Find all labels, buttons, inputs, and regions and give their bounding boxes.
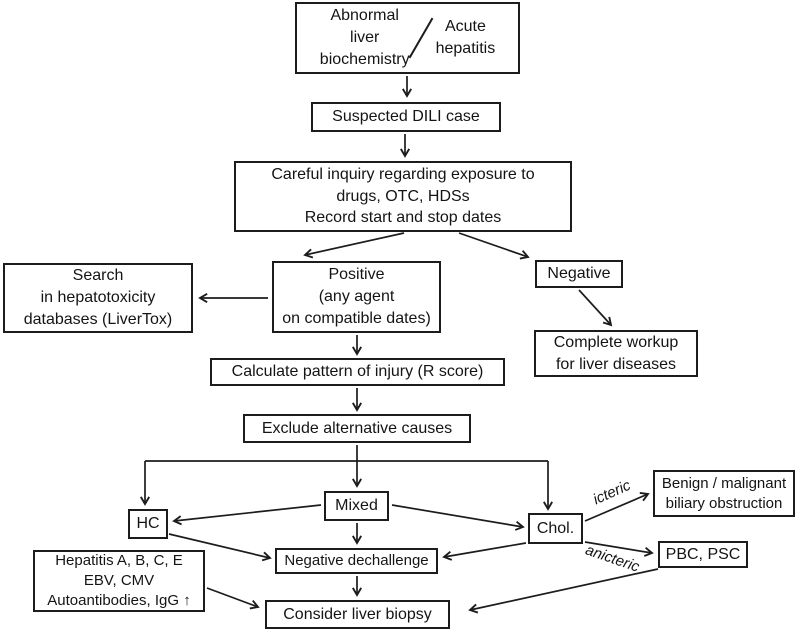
edge-mixed-to-hc [172,504,322,526]
node-label: Mixed [335,497,378,515]
edge-inquiry-to-negative [458,232,530,260]
node-mixed: Mixed [324,491,389,521]
node-serology-workup: Hepatitis A, B, C, E EBV, CMV Autoantibo… [33,550,205,612]
node-chol: Chol. [528,513,583,544]
node-label: Chol. [536,519,575,537]
node-line: drugs, OTC, HDSs [336,187,470,205]
node-negative-dechallenge: Negative dechallenge [275,548,438,574]
node-label: Consider liver biopsy [283,605,432,623]
node-label: Exclude alternative causes [261,419,453,437]
node-line: Autoantibodies, IgG ↑ [47,591,191,609]
node-consider-liver-biopsy: Consider liver biopsy [265,600,450,629]
edge-hc-to-dechallenge [168,533,272,562]
node-label: HC [136,515,160,533]
node-line: liver [350,29,380,47]
node-line: Search [72,267,124,285]
slash-separator [408,17,433,59]
node-line: Complete workup [553,333,679,351]
node-abnormal-or-acute: Abnormal liver biochemistry Acute hepati… [295,2,520,74]
node-complete-workup: Complete workup for liver diseases [534,330,698,377]
node-label: Negative dechallenge [284,552,429,570]
node-line: Abnormal [330,7,399,25]
node-line: (any agent [318,288,395,306]
edge-chol-to-pbc [584,541,654,557]
node-label: Suspected DILI case [332,108,480,126]
node-line: Positive [328,266,385,284]
node-negative: Negative [535,260,623,288]
node-abnormal-liver-biochemistry: Abnormal liver biochemistry [320,5,410,70]
edge-mixed-to-chol [391,504,525,531]
edge-serology-to-biopsy [206,587,260,610]
edge-inquiry-to-positive [303,232,405,259]
node-line: EBV, CMV [83,572,155,590]
node-hc: HC [128,509,168,539]
node-line: for liver diseases [555,355,677,373]
node-pbc-psc: PBC, PSC [658,541,748,568]
node-calculate-pattern-r-score: Calculate pattern of injury (R score) [210,358,505,386]
node-line: biliary obstruction [665,494,783,512]
node-label: Calculate pattern of injury (R score) [231,363,484,381]
node-suspected-dili-case: Suspected DILI case [311,102,501,132]
edge-negative-to-workup [578,289,613,327]
edge-chol-to-dechallenge [442,542,527,561]
node-line: in hepatotoxicity [40,289,156,307]
node-line: hepatitis [435,40,496,57]
node-line: databases (LiverTox) [23,310,173,328]
node-line: Careful inquiry regarding exposure to [271,165,535,183]
node-line: Acute [444,18,486,36]
node-line: Record start and stop dates [304,209,502,227]
edge-chol-to-obstruction [584,492,650,522]
node-acute-hepatitis: Acute hepatitis [436,16,496,60]
edge-pbc-to-biopsy [468,568,659,614]
node-search-hepatotoxicity-databases: Search in hepatotoxicity databases (Live… [3,263,193,333]
node-positive: Positive (any agent on compatible dates) [272,261,441,333]
node-label: PBC, PSC [665,545,741,563]
node-label: Negative [547,265,611,283]
node-careful-inquiry: Careful inquiry regarding exposure to dr… [234,161,572,232]
node-line: on compatible dates) [282,309,431,327]
node-exclude-alternative-causes: Exclude alternative causes [243,414,471,443]
node-line: biochemistry [319,50,410,68]
node-biliary-obstruction: Benign / malignant biliary obstruction [653,470,795,517]
node-line: Hepatitis A, B, C, E [55,552,183,570]
node-line: Benign / malignant [661,474,787,492]
